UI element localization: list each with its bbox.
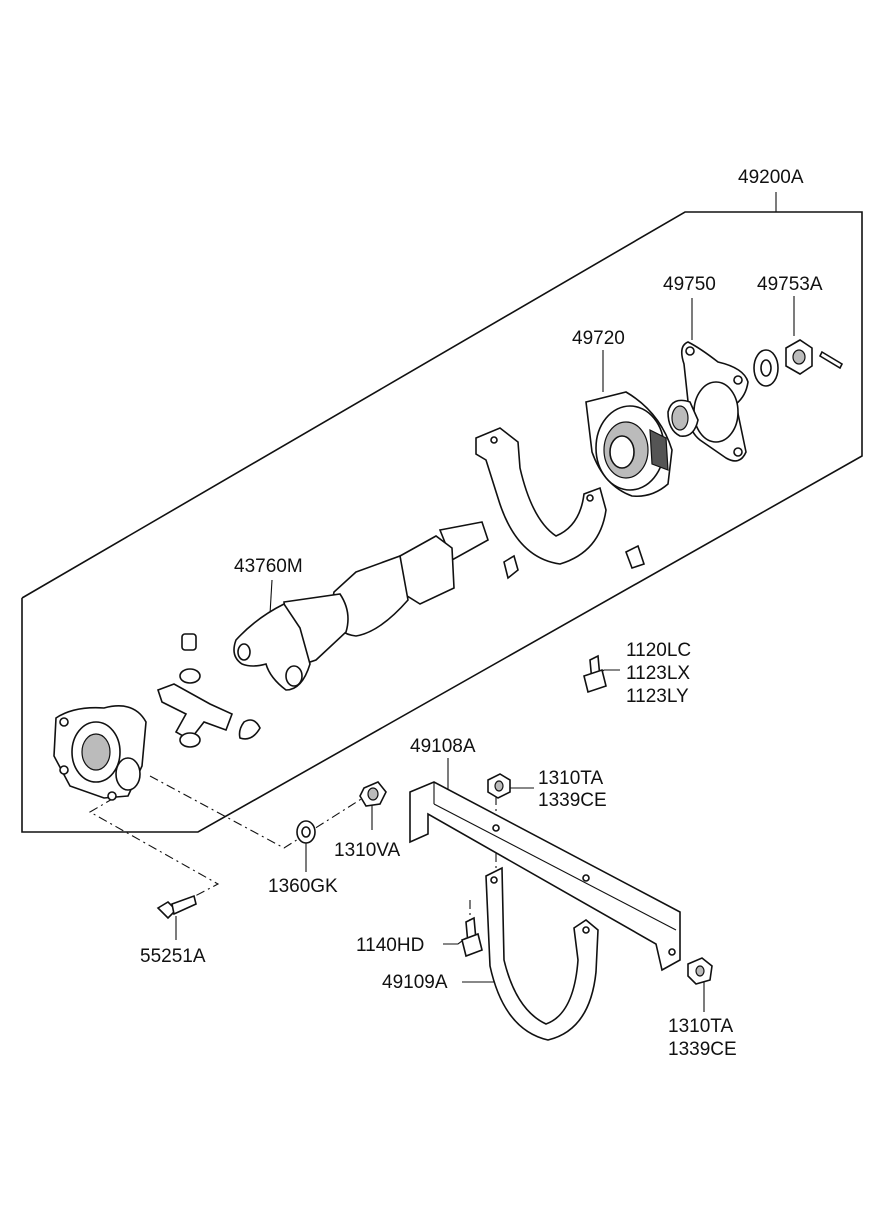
nut-and-washer	[296, 781, 387, 844]
label-nut-bottom-2: 1339CE	[668, 1039, 737, 1060]
crossmember-bracket	[409, 781, 681, 972]
label-bolt-group-3: 1123LY	[626, 686, 689, 707]
washer-nut-pin	[753, 339, 844, 387]
label-crossmember: 49108A	[410, 736, 476, 757]
strap-bracket	[485, 866, 599, 1041]
label-strap-bracket: 49109A	[382, 972, 448, 993]
universal-joint	[156, 633, 261, 748]
assembly-outline	[21, 192, 863, 833]
companion-flange	[667, 341, 749, 462]
label-nut-top-1: 1310TA	[538, 768, 604, 789]
bolt-55251a	[156, 894, 197, 920]
label-bolt-bottom: 55251A	[140, 946, 206, 967]
label-nut-top-2: 1339CE	[538, 790, 607, 811]
flange-yoke	[53, 705, 147, 801]
label-center-bearing: 49720	[572, 328, 625, 349]
label-nut-washer-pin: 49753A	[757, 274, 823, 295]
label-bolt-bracket: 1140HD	[356, 935, 425, 956]
nut-bottom	[687, 957, 713, 985]
center-bearing	[585, 391, 673, 498]
label-bolt-group-2: 1123LX	[626, 663, 691, 684]
nut-top	[487, 773, 511, 799]
label-propeller-shaft: 43760M	[234, 556, 303, 577]
label-nut-small: 1310VA	[334, 840, 401, 861]
bolt-1140hd	[461, 916, 483, 958]
label-assembly: 49200A	[738, 167, 804, 188]
bolt-1120lc	[583, 654, 607, 694]
label-nut-bottom-1: 1310TA	[668, 1016, 734, 1037]
label-washer: 1360GK	[268, 876, 338, 897]
bearing-bracket	[475, 427, 646, 580]
label-flange-yoke: 49750	[663, 274, 716, 295]
label-bolt-group-1: 1120LC	[626, 640, 692, 661]
propeller-shaft	[233, 521, 489, 691]
